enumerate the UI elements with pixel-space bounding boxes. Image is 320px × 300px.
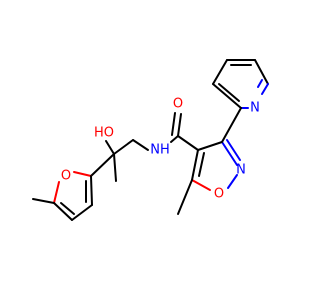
bond-furan-c4-c3 bbox=[71, 204, 93, 221]
bond-isox-methyl bbox=[177, 179, 193, 215]
bond-ch2-cq bbox=[113, 139, 134, 155]
bond-carbonyl-n bbox=[170, 135, 179, 143]
bond-isox-c3-n-inner bbox=[226, 139, 241, 161]
atom-labels: O NH HO N O N O bbox=[61, 97, 260, 202]
bond-isox-n-o bbox=[227, 174, 238, 189]
bond-py-2 bbox=[254, 59, 269, 85]
furan-oxygen-label: O bbox=[61, 169, 71, 184]
bond-isox-c5-c4-inner bbox=[198, 152, 205, 177]
bond-py-5 bbox=[212, 83, 242, 109]
bond-furan-c5-c4-inner bbox=[60, 202, 75, 215]
bond-carbonyl-o-a bbox=[177, 113, 182, 137]
amide-nitrogen-label: NH bbox=[150, 143, 170, 158]
bond-cq-furan bbox=[90, 153, 115, 177]
bond-cq-oh bbox=[105, 140, 115, 155]
isoxazole-nitrogen-label: N bbox=[236, 163, 246, 178]
bond-furan-methyl bbox=[32, 198, 55, 204]
bond-py-3-inner bbox=[257, 79, 263, 88]
bond-py-6 bbox=[212, 59, 228, 85]
bond-c4-carbonyl bbox=[177, 135, 199, 151]
bonds bbox=[32, 59, 269, 221]
bond-isox-o-c5 bbox=[191, 179, 211, 191]
bond-furan-c5-c4 bbox=[53, 202, 73, 221]
isoxazole-oxygen-label: O bbox=[214, 187, 224, 202]
bond-isox-c4-c3 bbox=[197, 141, 223, 151]
pyridine-nitrogen-label: N bbox=[250, 101, 260, 116]
bond-py-3 bbox=[261, 83, 269, 95]
hydroxyl-label: HO bbox=[94, 126, 114, 141]
bond-furan-o-c5 bbox=[53, 181, 60, 204]
bond-py-5-inner bbox=[218, 83, 240, 102]
bond-carbonyl-o-b bbox=[171, 112, 176, 136]
bond-cq-methyl bbox=[113, 153, 117, 182]
bond-py-isox bbox=[221, 107, 242, 143]
bond-furan-c3-c2 bbox=[90, 175, 93, 206]
bond-n-ch2 bbox=[132, 139, 149, 151]
amide-oxygen-label: O bbox=[173, 97, 183, 112]
bond-isox-c5-c4 bbox=[191, 149, 199, 181]
molecule-structure: O NH HO N O N O bbox=[32, 59, 269, 221]
bond-furan-c2-o bbox=[73, 171, 92, 177]
bond-isox-c3-n bbox=[221, 141, 238, 166]
